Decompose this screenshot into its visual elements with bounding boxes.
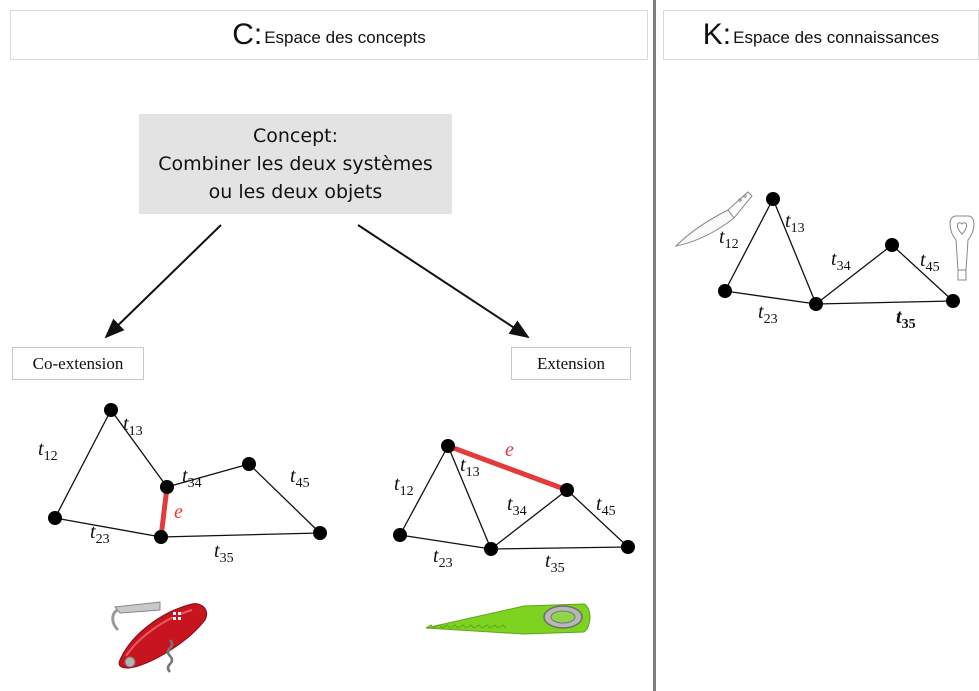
kitchen-knife-icon [676, 192, 752, 246]
node-3 [809, 297, 823, 311]
swiss-army-knife-icon [113, 602, 207, 672]
node-5 [946, 294, 960, 308]
edge-t13 [773, 199, 816, 304]
node-1 [766, 192, 780, 206]
node-4 [885, 238, 899, 252]
node-5 [313, 526, 327, 540]
label-t45: t45 [596, 493, 616, 519]
node-3 [160, 480, 174, 494]
node-4 [242, 457, 256, 471]
edge-e [161, 487, 167, 537]
node-1 [441, 439, 455, 453]
node-5 [621, 540, 635, 554]
node-2 [718, 284, 732, 298]
edge-t35 [491, 547, 628, 549]
coextension-graph: t12 t13 t34 t45 t23 t35 e [38, 403, 327, 566]
label-t34: t34 [507, 493, 527, 519]
label-t23: t23 [758, 301, 778, 327]
label-t45: t45 [290, 465, 310, 491]
node-2 [48, 511, 62, 525]
node-2 [393, 528, 407, 542]
node-4 [484, 542, 498, 556]
node-3 [560, 483, 574, 497]
edge-t13 [111, 410, 167, 487]
edge-t34 [167, 464, 249, 487]
edge-t34 [491, 490, 567, 549]
label-t35: t35 [214, 540, 234, 566]
node-1 [104, 403, 118, 417]
node-6 [154, 530, 168, 544]
arrow-to-coextension [106, 225, 221, 337]
edge-t35 [161, 533, 320, 537]
edge-t23 [400, 535, 491, 549]
edge-t23 [725, 291, 816, 304]
green-saw-tool-icon [426, 604, 590, 634]
arrow-to-extension [358, 225, 528, 337]
label-e: e [174, 501, 183, 523]
label-t23: t23 [90, 521, 110, 547]
label-t12: t12 [719, 226, 739, 252]
label-t13: t13 [785, 210, 805, 236]
edge-t45 [249, 464, 320, 533]
label-t13: t13 [123, 413, 143, 439]
label-t12: t12 [394, 473, 414, 499]
edge-t12 [55, 410, 111, 518]
label-e: e [505, 439, 514, 461]
knowledge-graph: t12 t13 t34 t45 t23 t35 [718, 192, 960, 332]
extension-graph: t12 t13 t34 t45 t23 t35 e [393, 439, 635, 576]
label-t45: t45 [920, 249, 940, 275]
edge-t34 [816, 245, 892, 304]
edge-t35 [816, 301, 953, 304]
label-t23: t23 [433, 545, 453, 571]
label-t12: t12 [38, 438, 58, 464]
peeler-icon [950, 216, 974, 280]
label-t34: t34 [182, 465, 202, 491]
label-t35: t35 [896, 306, 916, 332]
label-t35: t35 [545, 550, 565, 576]
label-t34: t34 [831, 248, 851, 274]
